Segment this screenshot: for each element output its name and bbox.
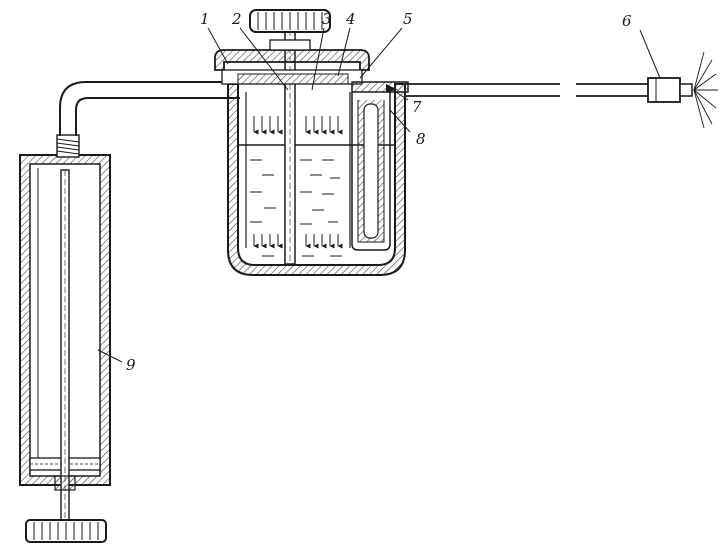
callout-6: 6	[622, 12, 632, 30]
flow-arrows-lower	[253, 234, 343, 249]
leader-lines	[97, 27, 661, 363]
siphon-tube	[351, 92, 391, 251]
outlet-fitting	[351, 81, 409, 93]
pump-thread-coupling	[56, 134, 80, 158]
callout-3: 3	[322, 10, 332, 28]
spray-nozzle	[647, 77, 693, 103]
callout-1: 1	[200, 10, 210, 28]
delivery-hose	[405, 83, 662, 97]
callout-7: 7	[412, 98, 422, 116]
lid-cap	[214, 39, 370, 85]
callout-4: 4	[345, 10, 356, 28]
callout-8: 8	[416, 130, 426, 148]
inner-chamber	[245, 92, 351, 248]
liquid-fill	[250, 159, 342, 257]
callout-2: 2	[231, 10, 242, 28]
central-rod	[284, 29, 296, 265]
spray-jet	[693, 51, 718, 129]
pump-handle-knob[interactable]	[25, 519, 107, 543]
callout-5: 5	[403, 10, 413, 28]
flow-arrows-upper	[253, 116, 343, 135]
top-knob[interactable]	[249, 9, 331, 33]
air-tube	[59, 81, 240, 136]
callout-9: 9	[126, 356, 136, 374]
